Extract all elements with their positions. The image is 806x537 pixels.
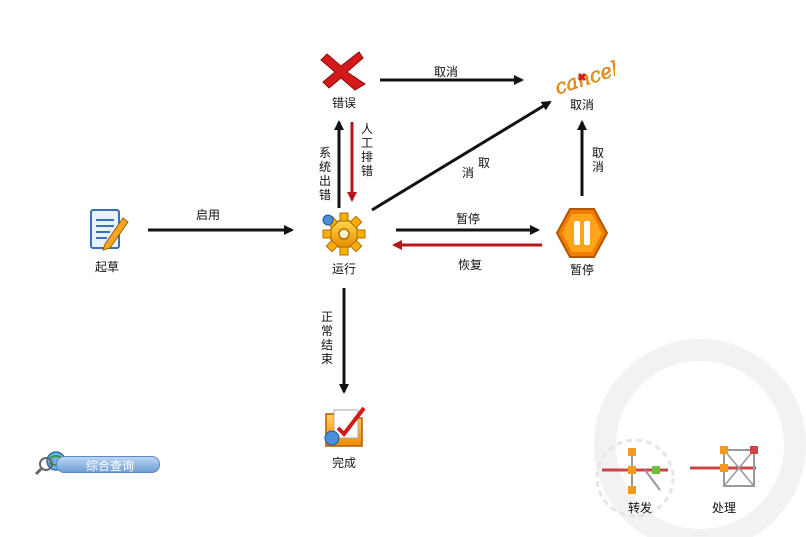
tool-forward-label: 转发 bbox=[627, 501, 652, 515]
node-draft[interactable]: 起草 bbox=[72, 206, 142, 275]
node-label: 完成 bbox=[331, 456, 356, 470]
comprehensive-query-button[interactable]: 综合查询 bbox=[34, 450, 160, 476]
edge-label-enable: 启用 bbox=[196, 208, 221, 222]
node-cancel[interactable]: cancel 取消 bbox=[547, 52, 617, 113]
document-pencil-icon bbox=[90, 209, 129, 251]
tool-process[interactable]: 处理 bbox=[694, 497, 754, 516]
node-label: 起草 bbox=[94, 260, 119, 274]
edge-label-cancel-right: 取消 bbox=[591, 146, 604, 174]
process-tool-graphic bbox=[690, 446, 758, 487]
watermark-ring bbox=[594, 339, 806, 537]
edge-label-system-error: 系统出错 bbox=[318, 146, 331, 202]
tool-forward[interactable]: 转发 bbox=[610, 497, 670, 516]
error-x-icon bbox=[320, 51, 366, 91]
tool-ring bbox=[595, 438, 675, 518]
edge-label-cancel-top: 取消 bbox=[434, 65, 459, 79]
forward-tool-graphic bbox=[602, 448, 668, 494]
edge-label-normal-end: 正常结束 bbox=[320, 310, 333, 366]
node-label: 取消 bbox=[569, 98, 594, 112]
edge-label-pause: 暂停 bbox=[456, 212, 481, 226]
edge-label-resume: 恢复 bbox=[458, 258, 483, 272]
node-label: 暂停 bbox=[569, 263, 594, 277]
query-button-label: 综合查询 bbox=[86, 459, 135, 473]
edge-label-manual-clear: 人工排错 bbox=[360, 122, 373, 178]
folder-check-icon bbox=[324, 406, 366, 447]
gear-icon bbox=[322, 212, 366, 256]
tool-process-label: 处理 bbox=[711, 501, 736, 515]
pause-icon bbox=[555, 208, 609, 258]
node-label: 运行 bbox=[331, 262, 356, 276]
edge-label-cancel-diag-1: 取 bbox=[478, 156, 491, 170]
edge-label-cancel-diag-2: 消 bbox=[462, 166, 475, 180]
edge-running-to-cancel bbox=[371, 100, 552, 212]
node-label: 错误 bbox=[331, 96, 356, 110]
query-button-bar bbox=[56, 456, 160, 473]
node-running[interactable]: 运行 bbox=[309, 210, 379, 277]
node-pause[interactable]: 暂停 bbox=[547, 207, 617, 278]
node-error[interactable]: 错误 bbox=[309, 50, 379, 111]
node-complete[interactable]: 完成 bbox=[309, 404, 379, 471]
cancel-icon: cancel bbox=[551, 56, 615, 94]
